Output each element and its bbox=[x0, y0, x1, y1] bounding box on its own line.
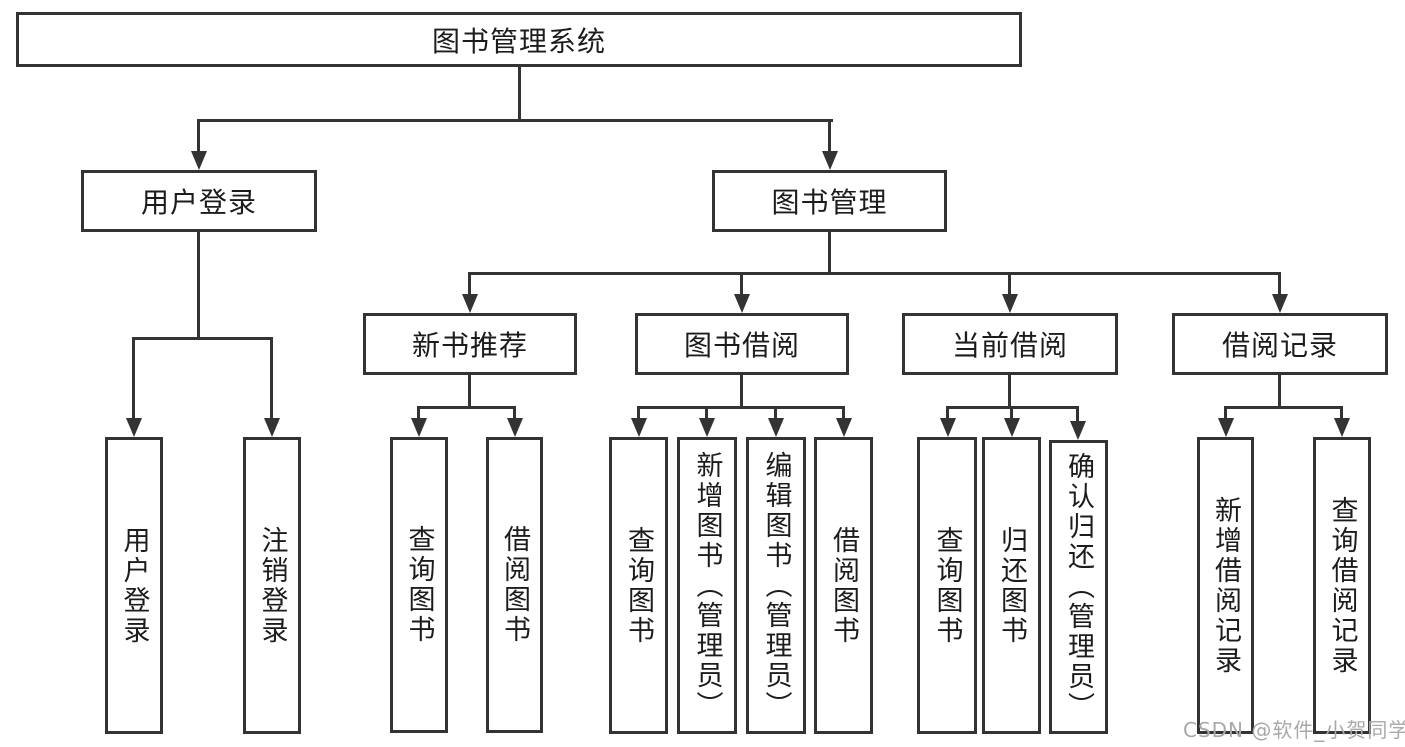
connector-recommend-drop bbox=[468, 272, 471, 296]
leaf-recommend-query-books-label: 查询图书 bbox=[403, 525, 435, 645]
connector-leaf-drop bbox=[842, 406, 845, 419]
leaf-recommend-borrow-books-label: 借阅图书 bbox=[499, 525, 530, 645]
arrow-down-icon bbox=[734, 294, 750, 313]
leaf-user-login: 用户登录 bbox=[105, 437, 163, 734]
arrow-down-icon bbox=[1002, 294, 1018, 313]
arrow-down-icon bbox=[699, 418, 715, 437]
arrow-down-icon bbox=[1218, 418, 1234, 437]
arrow-down-icon bbox=[940, 418, 956, 437]
connector-recommend-branch bbox=[417, 406, 516, 409]
node-current-borrow: 当前借阅 bbox=[902, 313, 1118, 375]
node-library-system-label: 图书管理系统 bbox=[431, 24, 606, 58]
connector-bookmgmt-stem bbox=[828, 232, 831, 272]
leaf-add-books-admin: 新增图书（管理员） bbox=[677, 437, 737, 734]
node-book-borrow-label: 图书借阅 bbox=[683, 329, 800, 362]
arrow-down-icon bbox=[1004, 418, 1020, 437]
connector-leaf-drop bbox=[705, 406, 708, 419]
leaf-logout-label: 注销登录 bbox=[256, 525, 288, 646]
leaf-current-query-books-label: 查询图书 bbox=[931, 525, 963, 646]
leaf-borrow-books-label: 借阅图书 bbox=[828, 525, 859, 646]
leaf-return-books: 归还图书 bbox=[982, 437, 1041, 734]
arrow-down-icon bbox=[191, 151, 207, 170]
arrow-down-icon bbox=[411, 418, 427, 437]
arrow-down-icon bbox=[768, 418, 784, 437]
node-current-borrow-label: 当前借阅 bbox=[951, 329, 1068, 362]
connector-leaf-drop bbox=[1340, 406, 1343, 419]
connector-bookmgmt-branch bbox=[469, 272, 1281, 275]
connector-user-stem bbox=[197, 232, 200, 337]
leaf-add-borrow-record: 新增借阅记录 bbox=[1197, 437, 1254, 734]
node-user-login-label: 用户登录 bbox=[140, 186, 257, 219]
leaf-return-books-label: 归还图书 bbox=[996, 525, 1027, 646]
leaf-query-borrow-record: 查询借阅记录 bbox=[1313, 437, 1371, 734]
connector-leaf-drop bbox=[1224, 406, 1227, 419]
node-library-system: 图书管理系统 bbox=[16, 12, 1022, 67]
connector-borrow-drop bbox=[740, 272, 743, 296]
node-borrow-records-label: 借阅记录 bbox=[1221, 329, 1338, 362]
leaf-add-books-admin-label: 新增图书（管理员） bbox=[691, 450, 723, 721]
arrow-down-icon bbox=[1334, 418, 1350, 437]
connector-recommend-stem bbox=[468, 375, 471, 406]
leaf-recommend-borrow-books: 借阅图书 bbox=[486, 437, 543, 733]
leaf-borrow-query-books-label: 查询图书 bbox=[623, 525, 654, 646]
arrow-down-icon bbox=[1272, 294, 1288, 313]
leaf-current-query-books: 查询图书 bbox=[917, 437, 977, 734]
connector-records-drop bbox=[1278, 272, 1281, 296]
csdn-watermark: CSDN @软件_小贺同学 bbox=[1183, 718, 1405, 742]
connector-leaf-drop bbox=[513, 406, 516, 419]
connector-user-login-drop bbox=[197, 119, 200, 152]
connector-leaf-drop bbox=[1010, 406, 1013, 419]
connector-records-branch bbox=[1224, 406, 1342, 409]
connector-leaf-drop bbox=[637, 406, 640, 419]
leaf-confirm-return-admin-label: 确认归还（管理员） bbox=[1063, 452, 1094, 722]
connector-current-drop bbox=[1008, 272, 1011, 296]
arrow-down-icon bbox=[126, 418, 142, 437]
leaf-confirm-return-admin: 确认归还（管理员） bbox=[1049, 440, 1108, 734]
connector-leaf-drop bbox=[774, 406, 777, 419]
connector-user-leaf1-drop bbox=[132, 337, 135, 419]
node-user-login: 用户登录 bbox=[81, 170, 317, 232]
leaf-edit-books-admin-label: 编辑图书（管理员） bbox=[760, 450, 792, 721]
arrow-down-icon bbox=[1070, 421, 1086, 440]
leaf-user-login-label: 用户登录 bbox=[118, 525, 150, 646]
node-book-management: 图书管理 bbox=[712, 170, 947, 232]
arrow-down-icon bbox=[507, 418, 523, 437]
connector-leaf-drop bbox=[1076, 406, 1079, 421]
leaf-borrow-books: 借阅图书 bbox=[814, 437, 873, 734]
connector-user-leaf2-drop bbox=[270, 337, 273, 419]
connector-leaf-drop bbox=[417, 406, 420, 419]
arrow-down-icon bbox=[822, 151, 838, 170]
leaf-add-borrow-record-label: 新增借阅记录 bbox=[1210, 495, 1241, 676]
arrow-down-icon bbox=[836, 418, 852, 437]
leaf-edit-books-admin: 编辑图书（管理员） bbox=[746, 437, 806, 734]
arrow-down-icon bbox=[462, 294, 478, 313]
node-book-borrow: 图书借阅 bbox=[635, 313, 849, 375]
connector-borrow-branch bbox=[637, 406, 845, 409]
connector-borrow-stem bbox=[740, 375, 743, 406]
leaf-recommend-query-books: 查询图书 bbox=[390, 437, 448, 733]
connector-leaf-drop bbox=[946, 406, 949, 419]
connector-user-branch bbox=[132, 337, 273, 340]
connector-root-branch bbox=[197, 119, 833, 122]
connector-current-stem bbox=[1008, 375, 1011, 406]
leaf-logout: 注销登录 bbox=[243, 437, 301, 734]
node-book-management-label: 图书管理 bbox=[771, 186, 888, 219]
connector-root-stem bbox=[518, 67, 521, 119]
connector-records-stem bbox=[1278, 375, 1281, 406]
node-new-book-recommend-label: 新书推荐 bbox=[411, 329, 528, 362]
node-borrow-records: 借阅记录 bbox=[1172, 313, 1388, 375]
arrow-down-icon bbox=[631, 418, 647, 437]
leaf-borrow-query-books: 查询图书 bbox=[609, 437, 668, 734]
leaf-query-borrow-record-label: 查询借阅记录 bbox=[1326, 495, 1358, 676]
arrow-down-icon bbox=[264, 418, 280, 437]
node-new-book-recommend: 新书推荐 bbox=[363, 313, 577, 375]
connector-book-mgmt-drop bbox=[828, 119, 831, 152]
